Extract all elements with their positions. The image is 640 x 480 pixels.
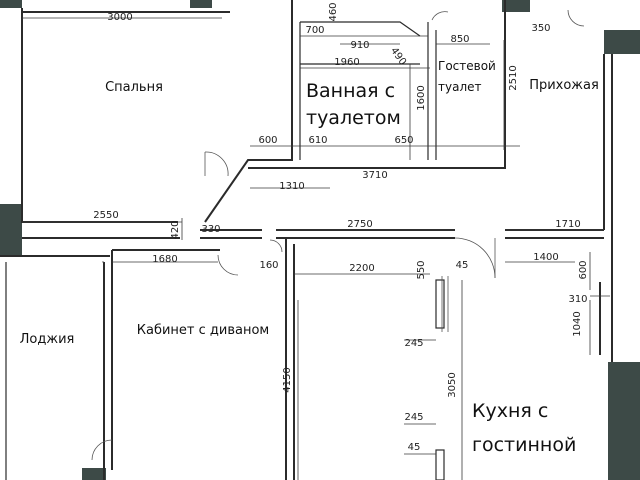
dim-160: 160 bbox=[259, 260, 278, 271]
dim-1960: 1960 bbox=[334, 57, 359, 68]
dim-1600: 1600 bbox=[416, 85, 427, 110]
dim-45-top: 45 bbox=[456, 260, 469, 271]
dim-3000: 3000 bbox=[107, 12, 132, 23]
dim-3710: 3710 bbox=[362, 170, 387, 181]
column-right-lower bbox=[608, 362, 640, 480]
dim-245-upper: 245 bbox=[404, 338, 423, 349]
column-right-upper bbox=[604, 30, 640, 54]
room-kitchen-line1: Кухня с bbox=[472, 400, 548, 422]
dim-1310: 1310 bbox=[279, 181, 304, 192]
dim-2200: 2200 bbox=[349, 263, 374, 274]
dim-600-right: 600 bbox=[578, 260, 589, 279]
room-labels: Спальня Ванная с туалетом Гостевой туале… bbox=[20, 59, 599, 456]
column-left-mid bbox=[0, 204, 22, 256]
dim-1710: 1710 bbox=[555, 219, 580, 230]
dim-4150: 4150 bbox=[282, 367, 293, 392]
room-loggia: Лоджия bbox=[20, 332, 75, 347]
column-top-right bbox=[502, 0, 530, 12]
dim-1680: 1680 bbox=[152, 254, 177, 265]
dim-45-bottom: 45 bbox=[408, 442, 421, 453]
dim-350: 350 bbox=[531, 23, 550, 34]
column-bottom bbox=[82, 468, 106, 480]
dim-2510: 2510 bbox=[508, 65, 519, 90]
dim-3050: 3050 bbox=[447, 372, 458, 397]
dim-460: 460 bbox=[328, 2, 339, 21]
column-top-left bbox=[0, 0, 22, 8]
room-guest-wc-line2: туалет bbox=[438, 80, 482, 94]
room-bedroom: Спальня bbox=[105, 80, 163, 95]
column-top-center bbox=[190, 0, 212, 8]
dim-1400: 1400 bbox=[533, 252, 558, 263]
room-bathroom-line2: туалетом bbox=[306, 107, 401, 129]
dim-1040: 1040 bbox=[572, 311, 583, 336]
dimension-labels: 3000 460 700 910 490 850 350 1960 2510 1… bbox=[93, 2, 589, 453]
doors bbox=[91, 9, 585, 461]
room-hall: Прихожая bbox=[529, 78, 599, 93]
room-kitchen-line2: гостинной bbox=[472, 434, 576, 456]
dim-850: 850 bbox=[450, 34, 469, 45]
dim-245-lower: 245 bbox=[404, 412, 423, 423]
dim-330: 330 bbox=[201, 224, 220, 235]
dimension-lines bbox=[22, 17, 610, 480]
dim-700: 700 bbox=[305, 25, 324, 36]
dim-2550: 2550 bbox=[93, 210, 118, 221]
dim-600: 600 bbox=[258, 135, 277, 146]
dim-550: 550 bbox=[416, 260, 427, 279]
dim-650: 650 bbox=[394, 135, 413, 146]
dim-910: 910 bbox=[350, 40, 369, 51]
room-bathroom-line1: Ванная с bbox=[306, 80, 395, 102]
room-guest-wc-line1: Гостевой bbox=[438, 59, 496, 73]
room-study: Кабинет с диваном bbox=[137, 323, 269, 338]
dim-420: 420 bbox=[170, 220, 181, 239]
dim-310: 310 bbox=[568, 294, 587, 305]
dim-610: 610 bbox=[308, 135, 327, 146]
dim-2750: 2750 bbox=[347, 219, 372, 230]
walls bbox=[0, 0, 613, 480]
